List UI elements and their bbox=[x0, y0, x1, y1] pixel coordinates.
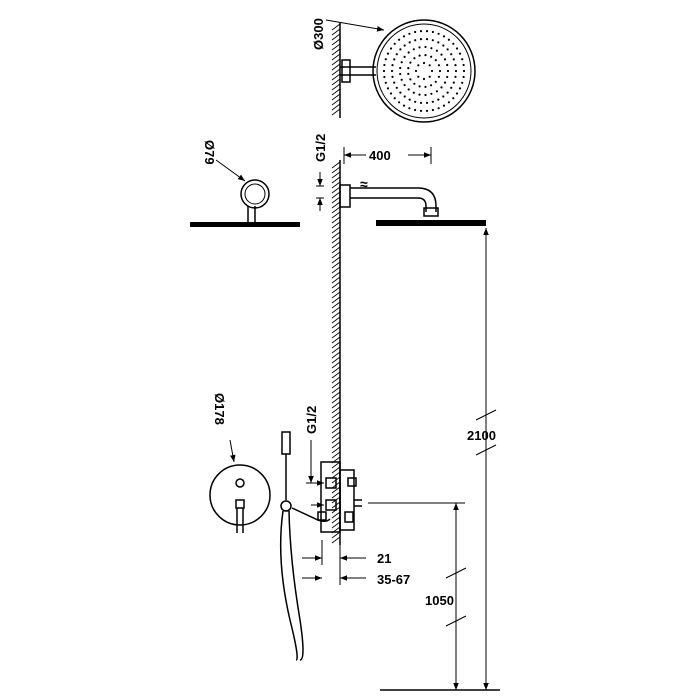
dim-arm-length: 400 bbox=[343, 147, 432, 164]
upper-wall bbox=[331, 22, 341, 118]
mixer-side-view bbox=[320, 461, 362, 533]
dim-connection-top: G1/2 bbox=[313, 134, 328, 211]
hand-shower-and-hose bbox=[279, 431, 331, 661]
dim-mixer-height-label: 1050 bbox=[425, 593, 454, 608]
dim-head-height-label: 2100 bbox=[467, 428, 496, 443]
dim-head-diameter-large-label: Ø300 bbox=[311, 18, 326, 50]
dim-wall-depth-range-label: 35-67 bbox=[377, 572, 410, 587]
dim-wall-depth-range: 35-67 bbox=[302, 565, 410, 587]
dim-connection-mixer-label: G1/2 bbox=[304, 406, 319, 434]
dim-connection-mixer: G1/2 bbox=[304, 406, 324, 508]
dim-mixer-height: 1050 bbox=[368, 502, 467, 690]
round-shower-head-front-view bbox=[340, 19, 476, 123]
dim-connection-top-label: G1/2 bbox=[313, 134, 328, 162]
wall-escutcheon-side: Ø79 bbox=[190, 140, 300, 227]
dim-head-height: 2100 bbox=[467, 228, 497, 690]
nozzle-pattern bbox=[382, 30, 466, 112]
dim-wall-depth-min-label: 21 bbox=[377, 551, 391, 566]
dim-wall-depth-min: 21 bbox=[302, 540, 391, 566]
main-wall bbox=[331, 160, 341, 545]
svg-text:≈: ≈ bbox=[360, 176, 368, 192]
dim-head-diameter-large: Ø300 bbox=[311, 18, 385, 50]
dim-escutcheon-diameter-label: Ø79 bbox=[202, 140, 217, 165]
dim-arm-length-label: 400 bbox=[369, 148, 391, 163]
mixer-front-plate: Ø178 bbox=[209, 393, 271, 533]
dim-mixer-plate-diameter-label: Ø178 bbox=[212, 393, 227, 425]
shower-arm-side-view: ≈ bbox=[339, 176, 486, 226]
